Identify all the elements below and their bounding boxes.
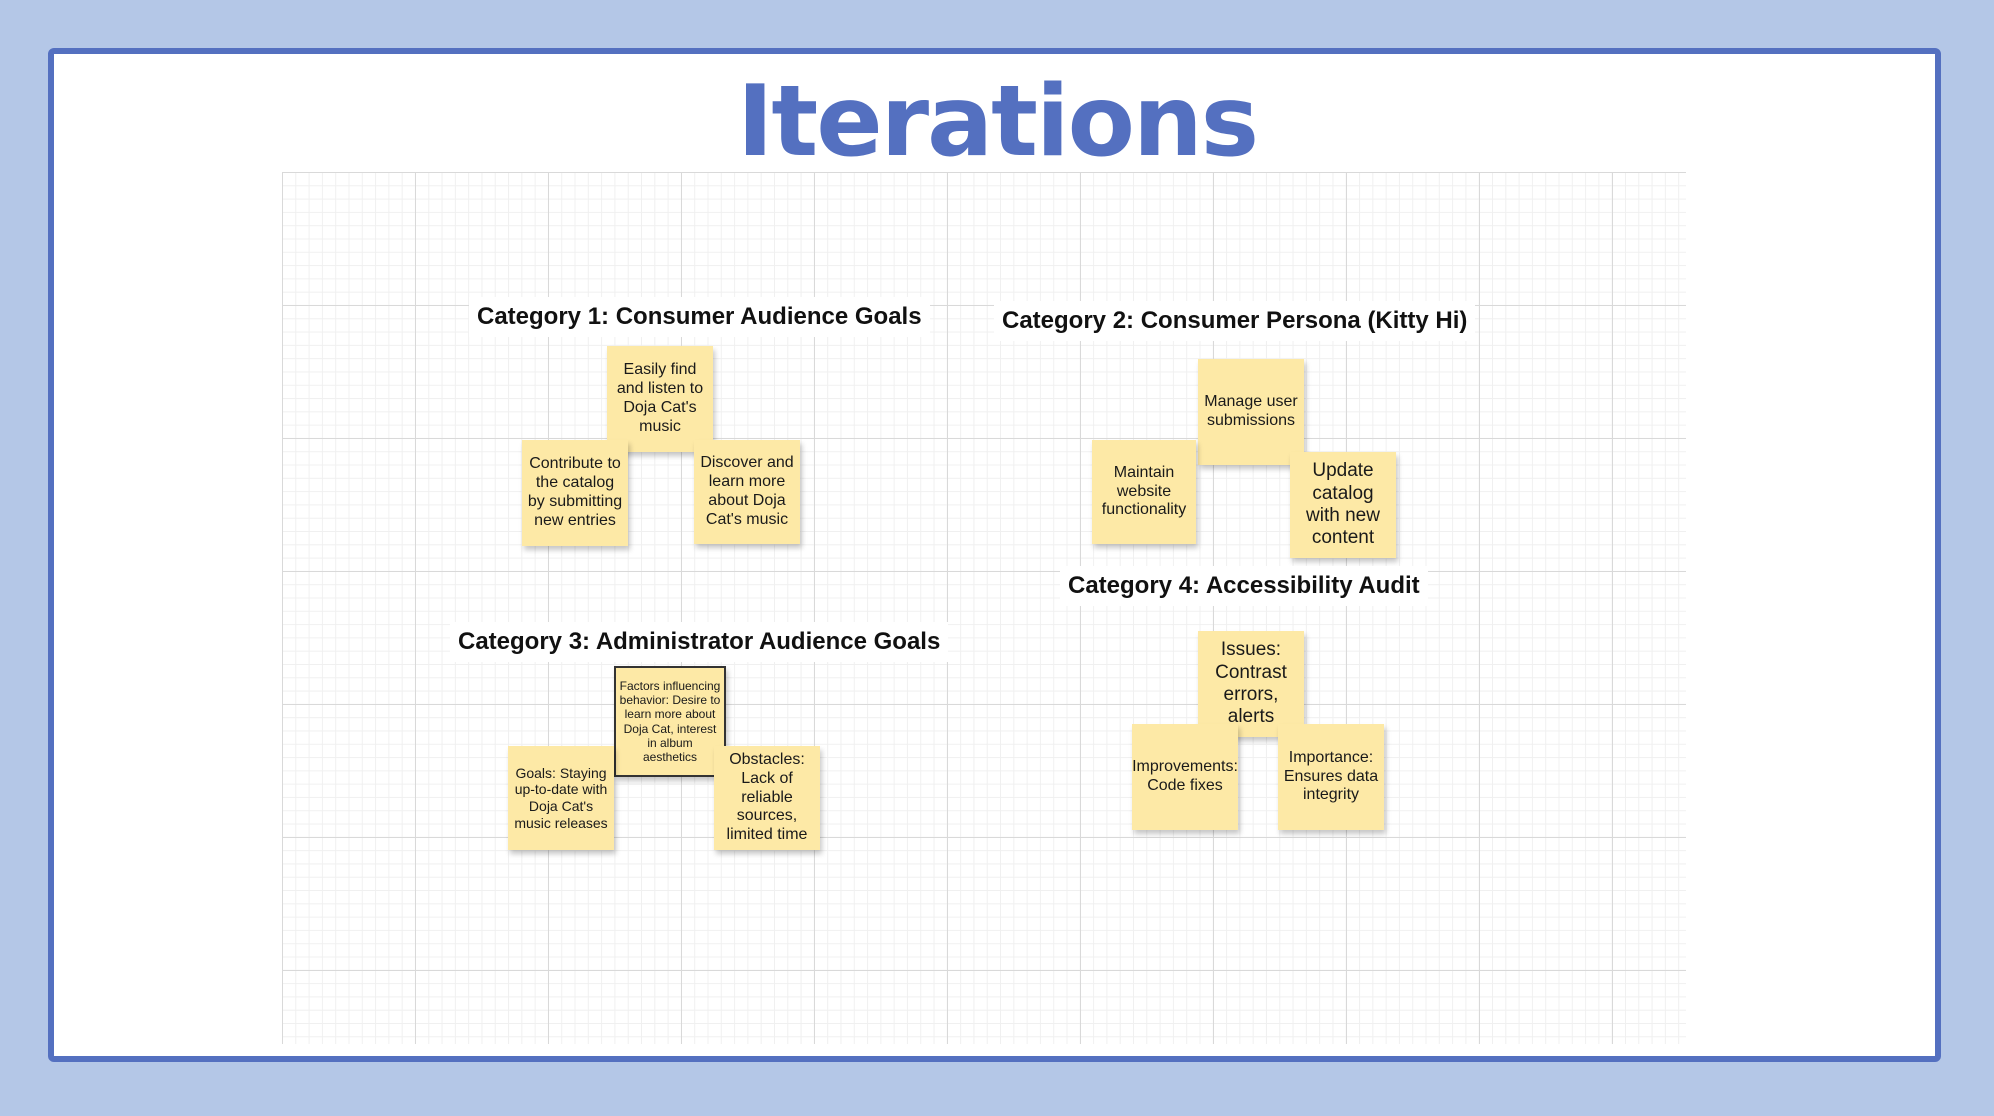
sticky-note-find-listen[interactable]: Easily find and listen to Doja Cat's mus…: [607, 346, 713, 452]
sticky-note-importance[interactable]: Importance: Ensures data integrity: [1278, 724, 1384, 830]
sticky-note-text: Issues: Contrast errors, alerts: [1215, 639, 1287, 728]
sticky-note-text: Easily find and listen to Doja Cat's mus…: [616, 361, 704, 435]
sticky-note-text: Maintain website functionality: [1101, 463, 1187, 519]
sticky-note-obstacles[interactable]: Obstacles: Lack of reliable sources, lim…: [714, 746, 820, 850]
sticky-note-text: Manage user submissions: [1204, 393, 1298, 429]
sticky-note-text: Importance: Ensures data integrity: [1283, 748, 1379, 804]
sticky-note-manage-submissions[interactable]: Manage user submissions: [1198, 359, 1304, 465]
category-2-heading: Category 2: Consumer Persona (Kitty Hi): [994, 301, 1476, 341]
sticky-note-improvements[interactable]: Improvements: Code fixes: [1132, 724, 1238, 830]
sticky-note-factors[interactable]: Factors influencing behavior: Desire to …: [614, 666, 726, 777]
sticky-note-text: Contribute to the catalog by submitting …: [527, 455, 623, 529]
sticky-note-text: Improvements: Code fixes: [1132, 758, 1238, 794]
sticky-note-contribute[interactable]: Contribute to the catalog by submitting …: [522, 440, 628, 546]
sticky-note-text: Goals: Staying up-to-date with Doja Cat'…: [514, 764, 608, 831]
sticky-note-text: Discover and learn more about Doja Cat's…: [700, 454, 794, 528]
sticky-note-issues[interactable]: Issues: Contrast errors, alerts: [1198, 631, 1304, 737]
sticky-note-goals[interactable]: Goals: Staying up-to-date with Doja Cat'…: [508, 746, 614, 850]
category-3-heading: Category 3: Administrator Audience Goals: [450, 622, 949, 662]
page-title: Iterations: [736, 65, 1259, 179]
sticky-note-discover[interactable]: Discover and learn more about Doja Cat's…: [694, 440, 800, 544]
sticky-note-text: Update catalog with new content: [1306, 460, 1380, 549]
sticky-note-text: Factors influencing behavior: Desire to …: [619, 679, 721, 764]
sticky-note-maintain-website[interactable]: Maintain website functionality: [1092, 440, 1196, 544]
category-4-heading: Category 4: Accessibility Audit: [1060, 566, 1428, 606]
sticky-note-text: Obstacles: Lack of reliable sources, lim…: [726, 750, 808, 844]
sticky-note-update-catalog[interactable]: Update catalog with new content: [1290, 452, 1396, 558]
category-1-heading: Category 1: Consumer Audience Goals: [469, 297, 930, 337]
